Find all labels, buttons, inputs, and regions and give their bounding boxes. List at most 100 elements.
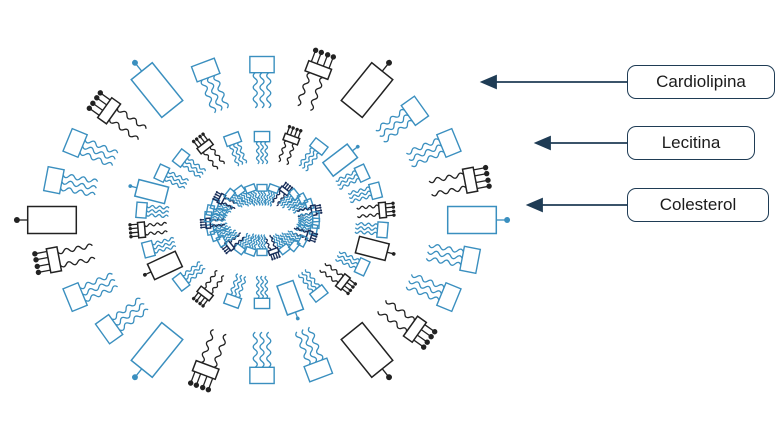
lipid-chain [230, 273, 239, 296]
lipid-chain [79, 272, 113, 290]
head-stick [477, 185, 488, 190]
lipid-chain [295, 225, 312, 230]
head-stick [385, 202, 393, 205]
cholesterol-head [222, 130, 243, 148]
head-dot [386, 59, 393, 66]
lipid-molecule [203, 210, 227, 223]
lecithin-body [130, 321, 184, 379]
cholesterol-head [249, 366, 275, 385]
lipid-chain [286, 143, 295, 166]
lipid-chain [257, 234, 261, 250]
lipid-chain [278, 140, 287, 163]
lipid-chain [297, 215, 314, 220]
head-stick [203, 299, 209, 306]
lipid-chain [377, 311, 408, 332]
head-dot [313, 240, 316, 243]
cholesterol-head [400, 95, 430, 127]
head-stick [226, 249, 231, 254]
head-stick [131, 235, 139, 238]
head-stick [282, 182, 287, 188]
head-dot [431, 329, 438, 335]
lipid-chain [201, 329, 214, 364]
head-dot [97, 90, 104, 96]
lipid-chain [206, 77, 223, 111]
cholesterol-head [243, 245, 258, 258]
lipid-chain [260, 141, 264, 165]
cardiolipin-body [45, 245, 63, 274]
lecithin-body [133, 178, 170, 205]
lipid-chain [84, 139, 119, 154]
head-dot [284, 181, 287, 184]
lipid-chain [255, 141, 260, 165]
cholesterol-head [209, 197, 221, 211]
head-stick [272, 253, 276, 259]
head-stick [37, 256, 49, 261]
lipid-molecule [347, 181, 384, 204]
lipid-molecule [128, 221, 168, 239]
lipid-chain [218, 231, 233, 239]
cardiolipin-body [195, 285, 215, 302]
lipid-chain [291, 201, 306, 209]
lipid-chain [182, 261, 201, 277]
lipid-chain [238, 276, 247, 299]
cardiolipin-body [195, 138, 215, 155]
head-dot [199, 384, 206, 391]
cholesterol-head [153, 163, 171, 184]
lipid-chain [203, 270, 218, 289]
middle-lipid-layer [128, 124, 396, 321]
head-stick [274, 252, 278, 258]
lipid-chain [324, 263, 344, 277]
head-dot [199, 218, 202, 221]
cholesterol-head [311, 217, 321, 230]
lipid-chain [427, 250, 463, 260]
head-stick [288, 187, 293, 192]
lipid-chain [202, 151, 219, 170]
head-stick [315, 207, 321, 210]
lipid-chain [163, 179, 186, 189]
head-stick [270, 254, 273, 260]
head-stick [310, 237, 316, 240]
head-dot [299, 129, 303, 133]
lipid-chain [146, 204, 170, 210]
lipid-chain [234, 274, 243, 297]
lipid-chain [247, 192, 255, 207]
lipid-molecule [298, 136, 330, 172]
cholesterol-head [94, 313, 124, 345]
cholesterol-head [135, 201, 148, 219]
lipid-molecule [377, 300, 438, 350]
lipid-chain [240, 193, 251, 205]
lipid-chain [298, 147, 313, 167]
head-dot [353, 282, 357, 286]
cardiolipin-body [204, 217, 212, 230]
head-dot [128, 231, 133, 235]
head-stick [416, 334, 427, 342]
cholesterol-head [256, 248, 268, 257]
head-dot [273, 257, 276, 260]
lipid-molecule [86, 90, 147, 140]
lipid-chain [260, 275, 264, 299]
lipid-chain [264, 141, 269, 165]
lipid-molecule [130, 59, 184, 119]
lipid-molecule [375, 95, 430, 143]
lipid-molecule [253, 130, 271, 165]
lecithin-body [340, 61, 394, 119]
lipid-chain [406, 138, 440, 155]
lipid-molecule [143, 250, 184, 281]
head-dot [213, 195, 216, 198]
lipid-chain [252, 331, 258, 368]
head-stick [309, 239, 315, 243]
head-stick [36, 250, 47, 255]
lipid-chain [287, 230, 302, 238]
lipid-chain [428, 244, 465, 253]
lipid-chain [405, 286, 440, 301]
head-stick [474, 173, 486, 177]
lipid-chain [273, 235, 284, 247]
lipid-chain [411, 150, 445, 168]
lipid-chain [209, 146, 225, 165]
head-stick [413, 339, 423, 347]
head-dot [215, 191, 218, 194]
head-stick [223, 245, 228, 250]
head-stick [196, 373, 202, 385]
cholesterol-head [190, 57, 221, 83]
lipid-chain [212, 210, 229, 215]
